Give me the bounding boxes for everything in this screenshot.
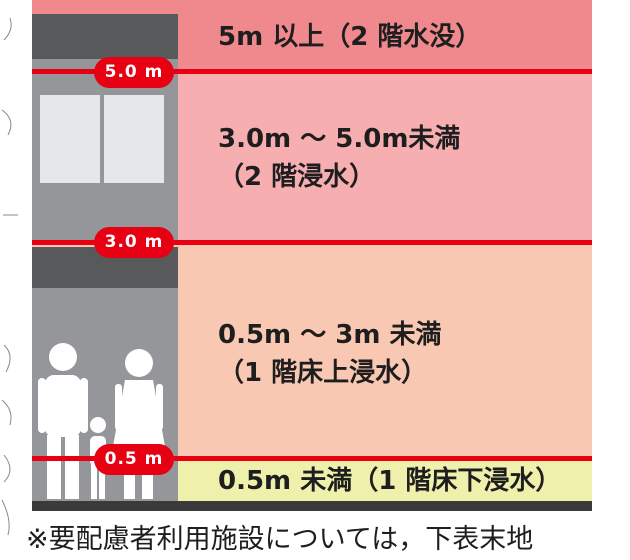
band-label-under-0.5m: 0.5m 未満（1 階床下浸水） bbox=[218, 462, 561, 500]
band-label-line: 0.5m 未満（1 階床下浸水） bbox=[218, 466, 562, 496]
left-margin-sketch bbox=[1, 17, 18, 536]
band-label-line: 3.0m ～ 5.0m未満 bbox=[218, 124, 461, 154]
band-label-line: 0.5m ～ 3m 未満 bbox=[218, 320, 442, 350]
band-label-line: （2 階浸水） bbox=[218, 162, 376, 192]
water-line-3m bbox=[32, 240, 592, 245]
band-label-line: （1 階床上浸水） bbox=[218, 358, 428, 388]
band-label-5m-plus: 5m 以上（2 階水没） bbox=[218, 18, 481, 56]
ground-bar bbox=[32, 501, 592, 511]
adult-figure-icon bbox=[38, 343, 88, 499]
adult-figure-icon bbox=[112, 349, 166, 499]
level-badge-0.5m: 0.5 m bbox=[94, 444, 174, 475]
water-line-5m bbox=[32, 69, 592, 74]
water-line-0.5m bbox=[32, 456, 592, 461]
level-badge-5m: 5.0 m bbox=[94, 57, 174, 88]
band-label-3-5m: 3.0m ～ 5.0m未満 （2 階浸水） bbox=[218, 120, 460, 196]
band-label-line: 5m 以上（2 階水没） bbox=[218, 22, 482, 52]
level-badge-3m: 3.0 m bbox=[94, 227, 174, 258]
people-figures bbox=[38, 343, 166, 499]
band-label-0.5-3m: 0.5m ～ 3m 未満 （1 階床上浸水） bbox=[218, 316, 442, 392]
footnote: ※要配慮者利用施設については，下表末地 bbox=[26, 524, 534, 555]
